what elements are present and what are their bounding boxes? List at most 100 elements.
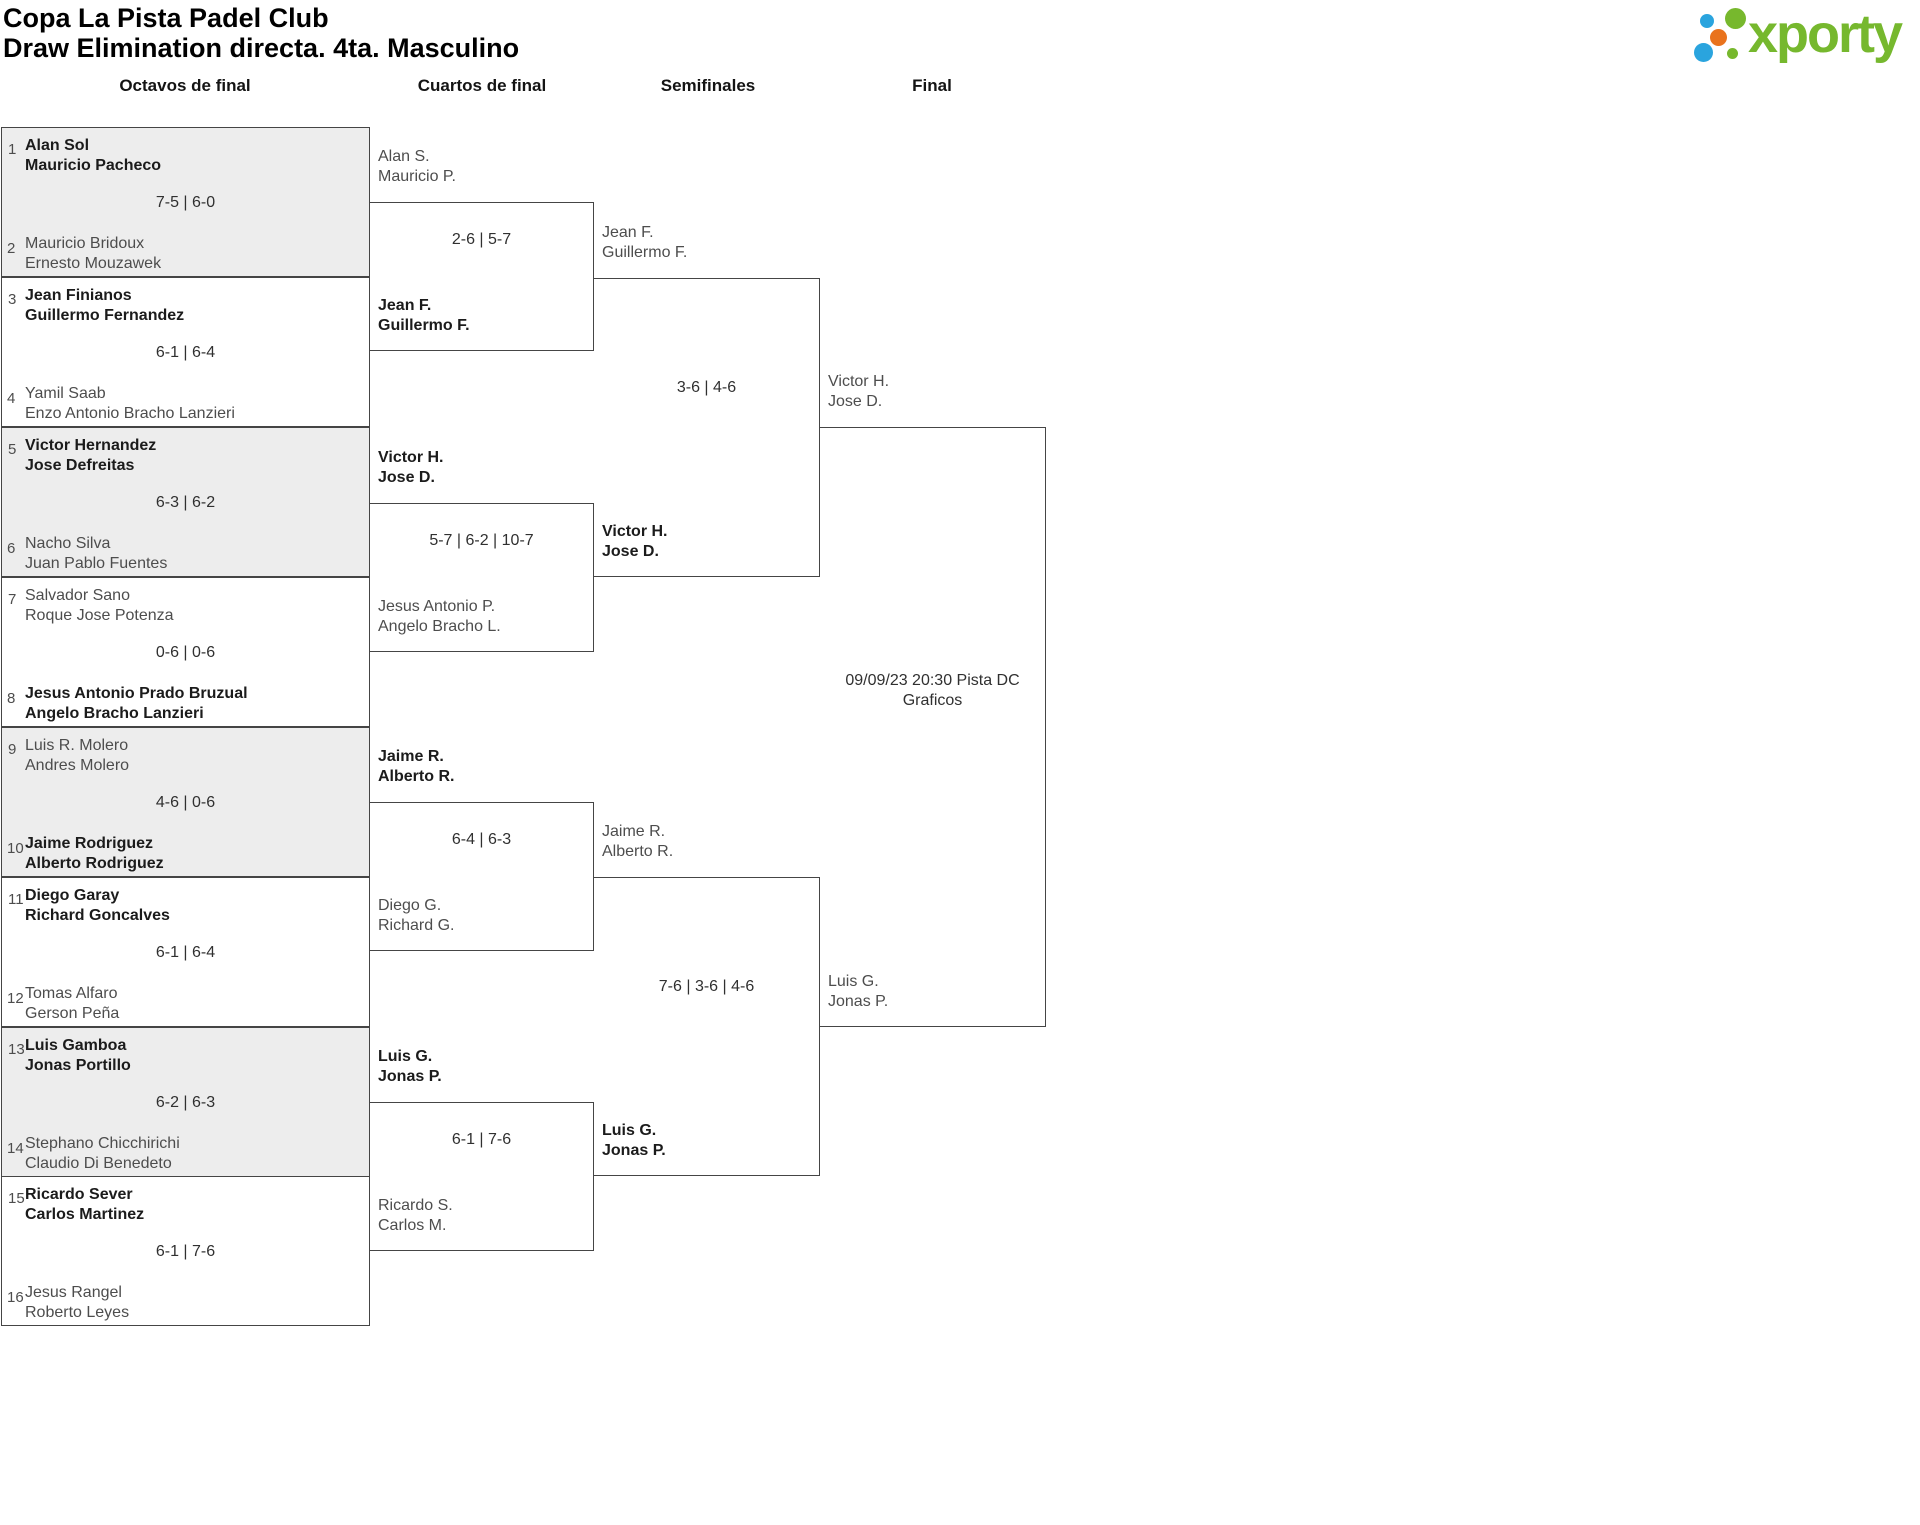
match-category: Graficos: [902, 692, 963, 709]
seed-number: 16: [7, 1289, 24, 1306]
octavos-match-6: 11 Diego Garay Richard Goncalves 6-1 | 6…: [1, 877, 370, 1027]
player-name: Jonas P.: [602, 1142, 666, 1159]
player-name: Guillermo F.: [602, 244, 688, 261]
octavos-match-7: 13 Luis Gamboa Jonas Portillo 6-2 | 6-3 …: [1, 1027, 370, 1177]
seed-number: 3: [8, 291, 17, 308]
player-name: Diego Garay: [25, 887, 120, 904]
player-name: Luis R. Molero: [25, 737, 129, 754]
team-label: Luis Gamboa Jonas Portillo: [25, 1036, 131, 1076]
team-label: Yamil Saab Enzo Antonio Bracho Lanzieri: [25, 384, 235, 424]
player-name: Alberto R.: [378, 768, 455, 785]
player-name: Diego G.: [378, 897, 442, 914]
cuartos-match-3: Jaime R. Alberto R. 6-4 | 6-3 Diego G. R…: [370, 748, 594, 951]
player-name: Jesus Antonio Prado Bruzual: [25, 685, 248, 702]
octavos-match-4: 7 Salvador Sano Roque Jose Potenza 0-6 |…: [1, 577, 370, 727]
player-name: Alan Sol: [25, 137, 90, 154]
player-name: Guillermo Fernandez: [25, 307, 185, 324]
page-title: Copa La Pista Padel Club Draw Eliminatio…: [3, 3, 519, 63]
seed-number: 1: [8, 141, 17, 158]
team-label: Victor Hernandez Jose Defreitas: [25, 436, 156, 476]
team-label: Tomas Alfaro Gerson Peña: [25, 984, 119, 1024]
team-label: Luis R. Molero Andres Molero: [25, 736, 129, 776]
player-name: Mauricio Pacheco: [25, 157, 162, 174]
match-score: 6-1 | 6-4: [155, 344, 216, 361]
team-label: Jesus Antonio Prado Bruzual Angelo Brach…: [25, 684, 248, 724]
match-score: 2-6 | 5-7: [451, 231, 512, 248]
player-name: Jonas P.: [378, 1068, 442, 1085]
player-name: Jean F.: [602, 224, 654, 241]
octavos-match-2: 3 Jean Finianos Guillermo Fernandez 6-1 …: [1, 277, 370, 427]
player-name: Gerson Peña: [25, 1005, 120, 1022]
team-label: Mauricio Bridoux Ernesto Mouzawek: [25, 234, 161, 274]
player-name: Enzo Antonio Bracho Lanzieri: [25, 405, 235, 422]
player-name: Jose D.: [828, 393, 883, 410]
team-label: Alan S. Mauricio P.: [378, 147, 456, 187]
player-name: Victor H.: [602, 523, 668, 540]
final-match: Victor H. Jose D. 09/09/23 20:30 Pista D…: [820, 373, 1046, 1027]
match-datetime-court: 09/09/23 20:30 Pista DC: [845, 672, 1020, 689]
team-label: Jaime R. Alberto R.: [378, 747, 454, 787]
player-name: Jesus Rangel: [25, 1284, 122, 1301]
player-name: Jesus Antonio P.: [378, 598, 496, 615]
player-name: Alberto R.: [602, 843, 674, 860]
round-header-octavos: Octavos de final: [119, 76, 251, 95]
match-score: 4-6 | 0-6: [155, 794, 216, 811]
team-label: Ricardo S. Carlos M.: [378, 1196, 453, 1236]
logo-dot-icon: [1727, 48, 1738, 59]
seed-number: 13: [8, 1041, 25, 1058]
player-name: Jean Finianos: [25, 287, 132, 304]
player-name: Roque Jose Potenza: [25, 607, 174, 624]
team-label: Jean F. Guillermo F.: [602, 223, 687, 263]
team-label: Jaime R. Alberto R.: [602, 822, 673, 862]
seed-number: 10: [7, 840, 24, 857]
round-header-cuartos: Cuartos de final: [417, 76, 547, 95]
team-label: Diego Garay Richard Goncalves: [25, 886, 170, 926]
seed-number: 11: [8, 891, 24, 908]
seed-number: 14: [7, 1140, 24, 1157]
match-score: 6-1 | 7-6: [451, 1131, 512, 1148]
player-name: Andres Molero: [25, 757, 130, 774]
cuartos-match-1: Alan S. Mauricio P. 2-6 | 5-7 Jean F. Gu…: [370, 148, 594, 351]
player-name: Alberto Rodriguez: [25, 855, 164, 872]
player-name: Ricardo Sever: [25, 1186, 133, 1203]
team-label: Jaime Rodriguez Alberto Rodriguez: [25, 834, 164, 874]
player-name: Richard G.: [378, 917, 455, 934]
player-name: Jonas Portillo: [25, 1057, 131, 1074]
player-name: Carlos Martinez: [25, 1206, 145, 1223]
team-label: Salvador Sano Roque Jose Potenza: [25, 586, 174, 626]
match-score: 7-5 | 6-0: [155, 194, 216, 211]
player-name: Jaime R.: [378, 748, 444, 765]
cuartos-match-4: Luis G. Jonas P. 6-1 | 7-6 Ricardo S. Ca…: [370, 1048, 594, 1251]
octavos-match-1: 1 Alan Sol Mauricio Pacheco 7-5 | 6-0 2 …: [1, 127, 370, 277]
player-name: Mauricio P.: [378, 168, 456, 185]
logo-dot-icon: [1700, 14, 1714, 28]
player-name: Jaime Rodriguez: [25, 835, 154, 852]
player-name: Carlos M.: [378, 1217, 447, 1234]
player-name: Guillermo F.: [378, 317, 470, 334]
player-name: Luis G.: [602, 1122, 657, 1139]
team-label: Jean F. Guillermo F.: [378, 296, 470, 336]
player-name: Nacho Silva: [25, 535, 111, 552]
player-name: Mauricio Bridoux: [25, 235, 145, 252]
player-name: Salvador Sano: [25, 587, 130, 604]
team-label: Jean Finianos Guillermo Fernandez: [25, 286, 184, 326]
team-label: Alan Sol Mauricio Pacheco: [25, 136, 161, 176]
seed-number: 12: [7, 990, 24, 1007]
match-score: 6-2 | 6-3: [155, 1094, 216, 1111]
player-name: Claudio Di Benedeto: [25, 1155, 172, 1172]
player-name: Roberto Leyes: [25, 1304, 130, 1321]
player-name: Richard Goncalves: [25, 907, 170, 924]
player-name: Victor Hernandez: [25, 437, 157, 454]
match-score: 6-3 | 6-2: [155, 494, 216, 511]
player-name: Jose D.: [378, 469, 435, 486]
team-label: Diego G. Richard G.: [378, 896, 454, 936]
match-score: 0-6 | 0-6: [155, 644, 216, 661]
team-label: Ricardo Sever Carlos Martinez: [25, 1185, 144, 1225]
logo-dot-icon: [1725, 8, 1746, 29]
semifinal-match-1: Jean F. Guillermo F. 3-6 | 4-6 Victor H.…: [594, 224, 820, 577]
player-name: Angelo Bracho Lanzieri: [25, 705, 204, 722]
round-header-semifinales: Semifinales: [660, 76, 756, 95]
player-name: Victor H.: [378, 449, 444, 466]
match-score: 6-4 | 6-3: [451, 831, 512, 848]
